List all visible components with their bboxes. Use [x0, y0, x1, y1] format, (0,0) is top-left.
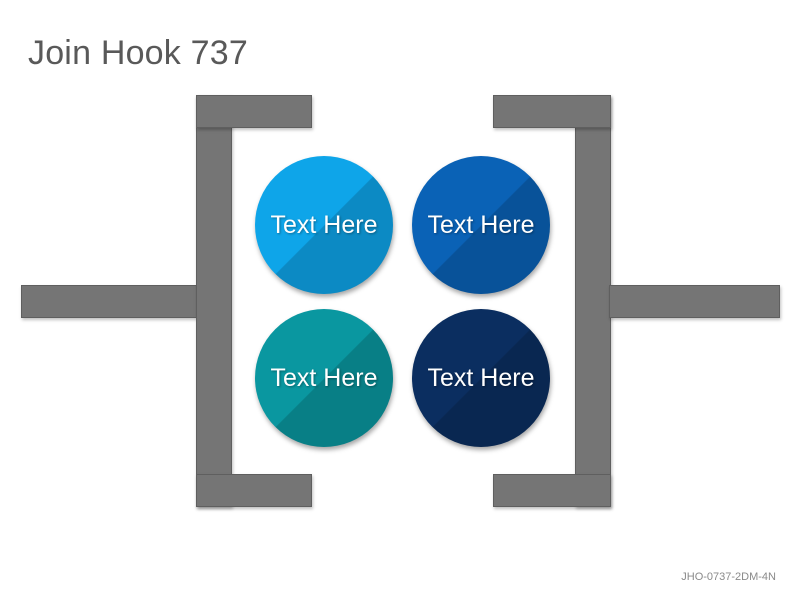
diagram-code: JHO-0737-2DM-4N — [681, 571, 776, 583]
right-bracket-spine — [575, 95, 611, 507]
circle-label: Text Here — [427, 210, 535, 239]
circle-top-right: Text Here — [412, 156, 550, 294]
circle-bottom-right: Text Here — [412, 309, 550, 447]
right-connector-line — [609, 285, 780, 318]
left-bracket-spine — [196, 95, 232, 507]
circle-top-left: Text Here — [255, 156, 393, 294]
left-connector-line — [21, 285, 197, 318]
left-bracket-top-arm — [196, 95, 312, 128]
left-bracket-bottom-arm — [196, 474, 312, 507]
right-bracket-bottom-arm — [493, 474, 611, 507]
slide-title: Join Hook 737 — [28, 34, 248, 72]
circle-bottom-left: Text Here — [255, 309, 393, 447]
circle-label: Text Here — [427, 363, 535, 392]
circle-label: Text Here — [270, 210, 378, 239]
right-bracket-top-arm — [493, 95, 611, 128]
circle-label: Text Here — [270, 363, 378, 392]
